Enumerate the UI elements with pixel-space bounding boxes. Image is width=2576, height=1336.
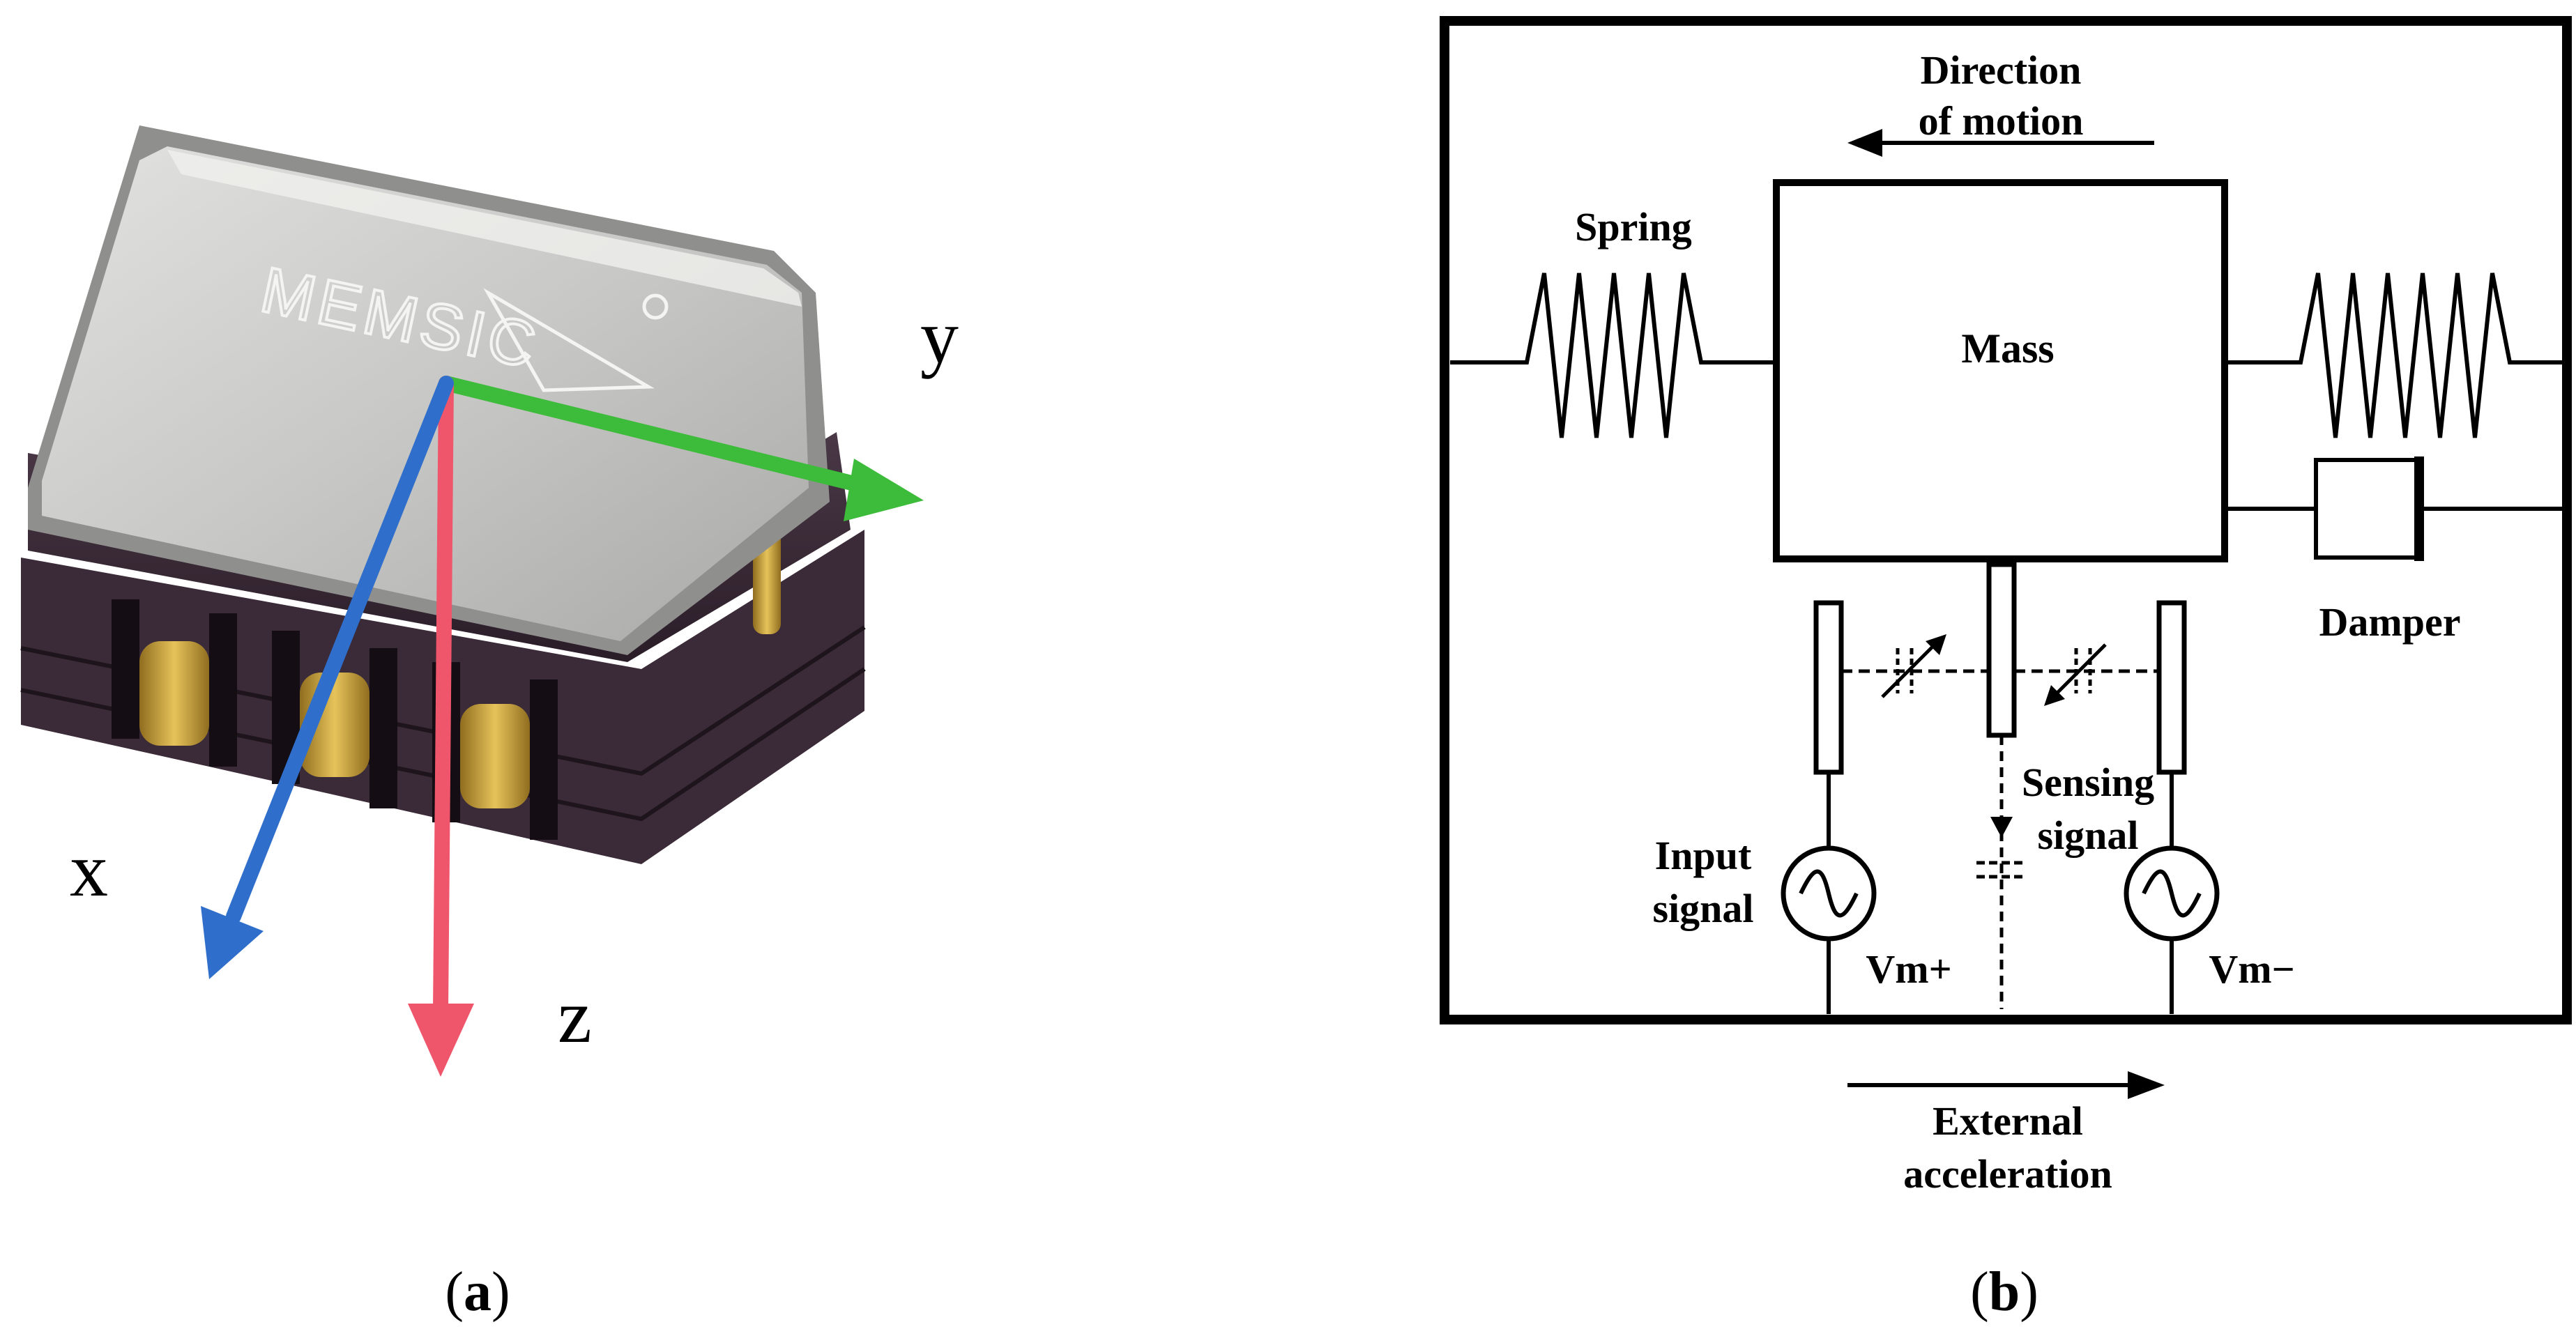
svg-text:(b): (b) bbox=[1970, 1261, 2038, 1323]
direction-of-motion-arrowhead bbox=[1847, 129, 1882, 157]
chip-pin1-marker-icon bbox=[642, 293, 669, 320]
sensing-signal-label-line2: signal bbox=[2037, 813, 2138, 858]
panel-a-caption: (a) bbox=[445, 1261, 510, 1323]
fixed-plate-right bbox=[2156, 600, 2187, 775]
y-axis-label: y bbox=[920, 294, 959, 379]
chip-lid bbox=[42, 146, 809, 641]
y-axis-arrowhead bbox=[844, 459, 924, 521]
external-acceleration-arrowhead bbox=[2128, 1071, 2165, 1099]
spring-label: Spring bbox=[1575, 204, 1692, 249]
x-axis-arrow bbox=[226, 376, 454, 924]
damper-label: Damper bbox=[2319, 599, 2461, 645]
z-axis-arrowhead bbox=[408, 1004, 474, 1077]
chip-logo-triangle-icon bbox=[483, 288, 655, 392]
caption-b-open: ( bbox=[1970, 1261, 1989, 1323]
caption-a-close: ) bbox=[491, 1261, 510, 1323]
external-acceleration-label-line2: acceleration bbox=[1903, 1151, 2112, 1197]
sensing-signal-label-line1: Sensing bbox=[2022, 760, 2154, 805]
variable-capacitor-left-icon bbox=[1881, 634, 1946, 698]
coordinate-axes: y x z bbox=[70, 294, 959, 1077]
y-axis-arrow bbox=[439, 376, 879, 496]
moving-plate-center bbox=[1986, 562, 2017, 738]
x-axis-label: x bbox=[70, 827, 108, 912]
accelerometer-frame bbox=[1440, 16, 2572, 1024]
input-signal-label-line1: Input bbox=[1655, 833, 1752, 878]
right-spring bbox=[2225, 272, 2562, 438]
mass-label: Mass bbox=[1961, 325, 2054, 371]
panel-a: MEMSIC y x z (a) bbox=[20, 125, 959, 1323]
direction-of-motion-label-line2: of motion bbox=[1919, 98, 2084, 144]
variable-capacitor-right-icon bbox=[2044, 643, 2107, 706]
panel-b-schematic: Direction of motion Mass Spring Damper bbox=[1440, 16, 2572, 1323]
external-acceleration-label-line1: External bbox=[1933, 1098, 2083, 1144]
sensing-signal-arrowhead bbox=[1990, 817, 2013, 838]
caption-a-open: ( bbox=[445, 1261, 464, 1323]
z-axis-label: z bbox=[558, 974, 592, 1059]
right-ac-source-wave bbox=[2142, 869, 2202, 918]
fixed-plate-left bbox=[1813, 600, 1844, 775]
caption-a-letter: a bbox=[464, 1261, 491, 1323]
proof-mass bbox=[1773, 179, 2228, 562]
panel-b-caption: (b) bbox=[1970, 1261, 2038, 1323]
x-axis-arrowhead bbox=[201, 906, 264, 979]
vm-minus-label: Vm− bbox=[2209, 946, 2294, 992]
damper-cylinder bbox=[2314, 458, 2419, 560]
input-signal-label-line2: signal bbox=[1652, 886, 1753, 931]
sensing-capacitor-icon bbox=[1976, 861, 2027, 879]
left-ac-source-wave bbox=[1799, 869, 1859, 918]
left-spring bbox=[1450, 272, 1776, 438]
vm-plus-label: Vm+ bbox=[1866, 946, 1951, 992]
svg-text:(a): (a) bbox=[445, 1261, 510, 1323]
caption-b-letter: b bbox=[1989, 1261, 2020, 1323]
caption-b-close: ) bbox=[2020, 1261, 2038, 1323]
chip-lid-highlight bbox=[167, 150, 802, 307]
direction-of-motion-label-line1: Direction bbox=[1921, 47, 2082, 93]
z-axis-arrow bbox=[433, 376, 454, 1018]
